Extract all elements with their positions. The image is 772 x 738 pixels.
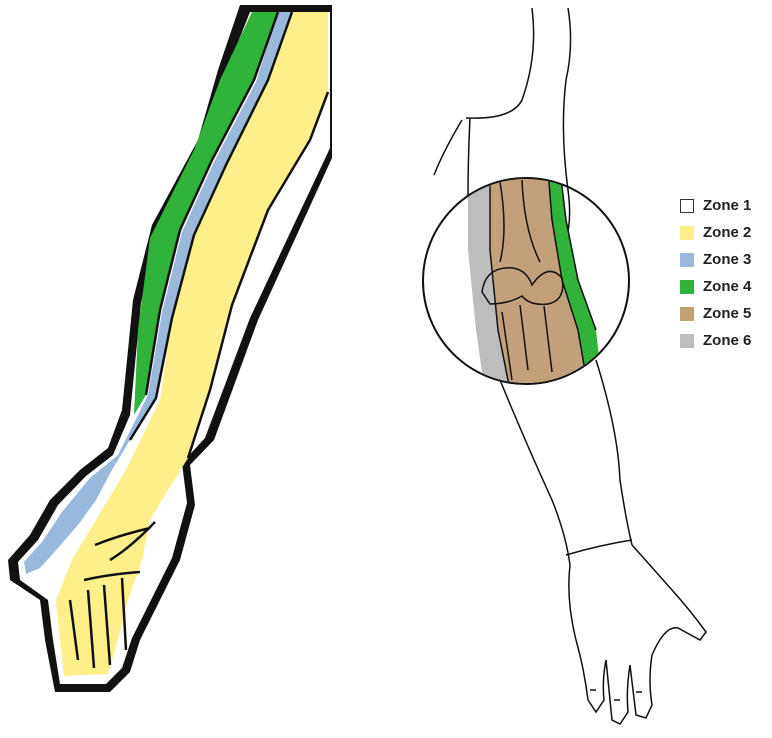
legend-item: Zone 1 [680, 192, 770, 219]
legend-swatch [680, 334, 694, 348]
legend-label: Zone 6 [703, 332, 751, 349]
legend-label: Zone 3 [703, 251, 751, 268]
legend-label: Zone 4 [703, 278, 751, 295]
legend-label: Zone 2 [703, 224, 751, 241]
legend-swatch [680, 253, 694, 267]
zone-legend: Zone 1 Zone 2 Zone 3 Zone 4 Zone 5 Zone 6 [680, 192, 770, 354]
legend-label: Zone 1 [703, 197, 751, 214]
legend-swatch [680, 226, 694, 240]
legend-label: Zone 5 [703, 305, 751, 322]
legend-item: Zone 4 [680, 273, 770, 300]
legend-item: Zone 5 [680, 300, 770, 327]
legend-swatch [680, 199, 694, 213]
legend-item: Zone 6 [680, 327, 770, 354]
left-arm-illustration [8, 5, 332, 692]
legend-item: Zone 3 [680, 246, 770, 273]
right-hand-outline [569, 545, 706, 724]
legend-swatch [680, 307, 694, 321]
legend-swatch [680, 280, 694, 294]
legend-item: Zone 2 [680, 219, 770, 246]
